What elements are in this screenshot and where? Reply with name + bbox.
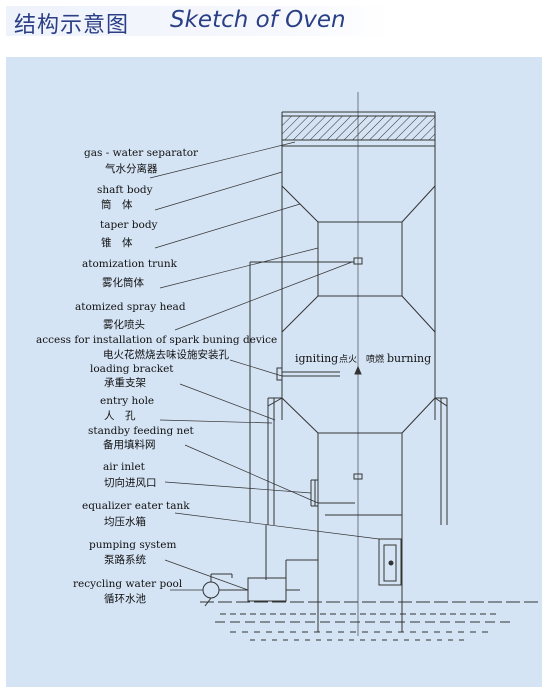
label-equalizer-tank: equalizer eater tank (82, 500, 190, 512)
label-recycling-pool: recycling water pool (73, 578, 183, 590)
leader-lines (149, 141, 380, 591)
label-igniting: igniting (295, 352, 338, 365)
label-atomized-spray-head-cn: 雾化喷头 (103, 318, 145, 331)
label-atomization-trunk: atomization trunk (82, 258, 178, 270)
label-air-inlet-cn: 切向进风口 (104, 476, 157, 489)
upper-taper-right (401, 185, 436, 223)
ignition-flange (276, 367, 283, 381)
label-equalizer-tank-cn: 均压水箱 (104, 515, 146, 528)
label-access-ignition: access for installation of spark buning … (36, 334, 277, 346)
label-loading-bracket: loading bracket (90, 363, 174, 375)
label-standby-feeding-net: standby feeding net (88, 425, 195, 437)
equalizer-tank (247, 577, 287, 602)
label-atomization-trunk-cn: 雾化筒体 (102, 276, 144, 289)
separator-hatch (281, 115, 436, 141)
burner-tip (354, 365, 362, 375)
pump (202, 581, 220, 599)
oven-structure (200, 92, 540, 641)
label-taper-body-cn: 锥 体 (101, 237, 133, 249)
water-box-outer (378, 538, 402, 586)
label-pumping-system-cn: 泵路系统 (104, 553, 146, 566)
label-atomized-spray-head: atomized spray head (75, 301, 186, 313)
label-pumping-system: pumping system (89, 539, 176, 551)
label-shaft-body-cn: 筒 体 (101, 198, 133, 211)
spray-head (353, 257, 363, 265)
title-bar: 结构示意图 Sketch of Oven (0, 0, 549, 40)
label-recycling-pool-cn: 循环水池 (104, 592, 146, 605)
label-entry-hole-cn: 人 孔 (104, 409, 136, 422)
title-english: Sketch of Oven (170, 7, 346, 33)
label-standby-feeding-net-cn: 备用填料网 (103, 438, 156, 451)
label-burning: burning (387, 352, 431, 365)
label-burning-cn: 喷燃 (366, 353, 384, 365)
label-igniting-cn: 点火 (339, 354, 357, 365)
label-gas-water-separator: gas - water separator (84, 147, 199, 159)
label-gas-water-separator-cn: 气水分离器 (105, 162, 158, 175)
title-background (6, 6, 390, 36)
label-taper-body: taper body (100, 219, 158, 231)
labels: gas - water separator 气水分离器 shaft body 筒… (36, 147, 431, 605)
label-shaft-body: shaft body (97, 184, 153, 196)
diagram-panel (6, 57, 542, 687)
label-entry-hole: entry hole (100, 395, 154, 407)
label-access-ignition-cn: 电火花燃烧去味设施安装孔 (103, 348, 229, 361)
label-loading-bracket-cn: 承重支架 (104, 376, 146, 389)
title-chinese: 结构示意图 (14, 13, 130, 38)
label-air-inlet: air inlet (103, 461, 146, 473)
